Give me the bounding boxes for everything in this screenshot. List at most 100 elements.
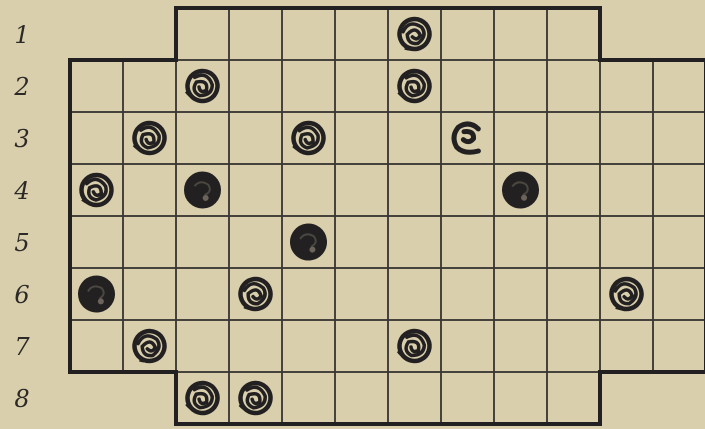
board-cell (494, 268, 547, 320)
board-cell (176, 216, 229, 268)
board-cell (441, 372, 494, 424)
board-cell (494, 372, 547, 424)
board-cell (388, 112, 441, 164)
board-cell (229, 372, 282, 424)
board-cell (176, 372, 229, 424)
board-cell (547, 112, 600, 164)
board-cell (282, 8, 335, 60)
board-grid (70, 8, 705, 424)
board-cell (70, 60, 123, 112)
board-cell (229, 268, 282, 320)
board-cell (388, 216, 441, 268)
row-label-7: 7 (14, 333, 30, 361)
board-cell (176, 320, 229, 372)
board-cell (653, 320, 705, 372)
board-cell (388, 372, 441, 424)
board-cell (335, 60, 388, 112)
game-piece (453, 123, 481, 153)
board-cell (123, 320, 176, 372)
board-cell (600, 268, 653, 320)
board-cell (653, 268, 705, 320)
board-cell (547, 216, 600, 268)
board-cell (335, 268, 388, 320)
row-label-5: 5 (14, 229, 29, 257)
game-piece (81, 174, 112, 205)
game-piece (396, 68, 432, 104)
board-cell (441, 268, 494, 320)
board-cell (388, 320, 441, 372)
game-piece (395, 15, 433, 53)
board-cell (282, 112, 335, 164)
board-cell (441, 320, 494, 372)
board-cell (441, 60, 494, 112)
game-piece (77, 274, 116, 313)
board-cell (600, 164, 653, 216)
board-cell (229, 8, 282, 60)
board-cell (229, 112, 282, 164)
game-piece (608, 275, 645, 312)
row-label-2: 2 (13, 73, 29, 101)
board-cell (653, 60, 705, 112)
board-cell (653, 216, 705, 268)
board-cell (70, 112, 123, 164)
board-cell (229, 60, 282, 112)
board-cell (123, 164, 176, 216)
board-cell (494, 112, 547, 164)
board-cell (388, 60, 441, 112)
row-label-1: 1 (14, 21, 29, 49)
board-cell (547, 372, 600, 424)
board-cell (229, 216, 282, 268)
board-cell (600, 320, 653, 372)
board-cell (282, 60, 335, 112)
game-piece (396, 327, 434, 365)
board-cell (441, 8, 494, 60)
board-cell (229, 320, 282, 372)
game-piece (502, 172, 538, 208)
board-cell (123, 216, 176, 268)
board-cell (123, 268, 176, 320)
board-cell (335, 8, 388, 60)
board-cell (388, 8, 441, 60)
game-piece (184, 380, 221, 417)
row-label-6: 6 (14, 281, 29, 309)
board-cell (282, 164, 335, 216)
board-cell (335, 164, 388, 216)
row-label-8: 8 (14, 385, 29, 413)
board-cell (653, 164, 705, 216)
game-piece (184, 67, 221, 104)
board-cell (547, 320, 600, 372)
board-cell (70, 320, 123, 372)
board-cell (335, 216, 388, 268)
board-cell (176, 8, 229, 60)
board-cell (600, 60, 653, 112)
board-cell (176, 268, 229, 320)
board-cell (600, 112, 653, 164)
board-cell (494, 60, 547, 112)
game-piece (130, 327, 168, 365)
board-cell (176, 60, 229, 112)
board-cell (123, 60, 176, 112)
board-cell (388, 164, 441, 216)
board-cell (547, 8, 600, 60)
board-cell (494, 320, 547, 372)
board-cell (335, 320, 388, 372)
board-cell (441, 112, 494, 164)
board-cell (229, 164, 282, 216)
board-cell (494, 216, 547, 268)
game-piece (132, 120, 167, 155)
board-cell (441, 216, 494, 268)
board-cell (335, 372, 388, 424)
board-cell (70, 164, 123, 216)
board-cell (494, 8, 547, 60)
board-cell (547, 60, 600, 112)
game-piece (290, 223, 328, 261)
board-cell (70, 216, 123, 268)
board-cell (653, 112, 705, 164)
board-cell (441, 164, 494, 216)
board-cell (547, 164, 600, 216)
board-cell (282, 372, 335, 424)
row-label-3: 3 (14, 125, 29, 153)
